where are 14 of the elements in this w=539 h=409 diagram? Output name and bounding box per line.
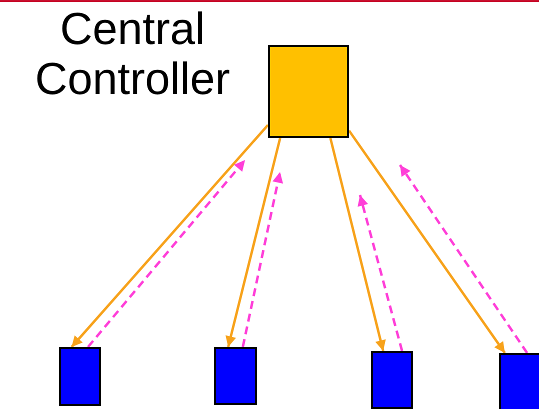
device-box bbox=[59, 347, 101, 406]
controller-box bbox=[268, 45, 349, 138]
device-box bbox=[214, 347, 257, 405]
arrow bbox=[70, 124, 269, 348]
arrow bbox=[87, 159, 246, 348]
arrow bbox=[242, 172, 284, 348]
arrow bbox=[226, 138, 282, 348]
arrow bbox=[358, 194, 404, 352]
arrow bbox=[348, 130, 506, 354]
arrow bbox=[329, 138, 386, 352]
node-caption: Central Controller bbox=[34, 4, 232, 103]
device-box bbox=[371, 351, 413, 409]
arrow bbox=[398, 164, 528, 354]
device-box bbox=[499, 353, 539, 409]
